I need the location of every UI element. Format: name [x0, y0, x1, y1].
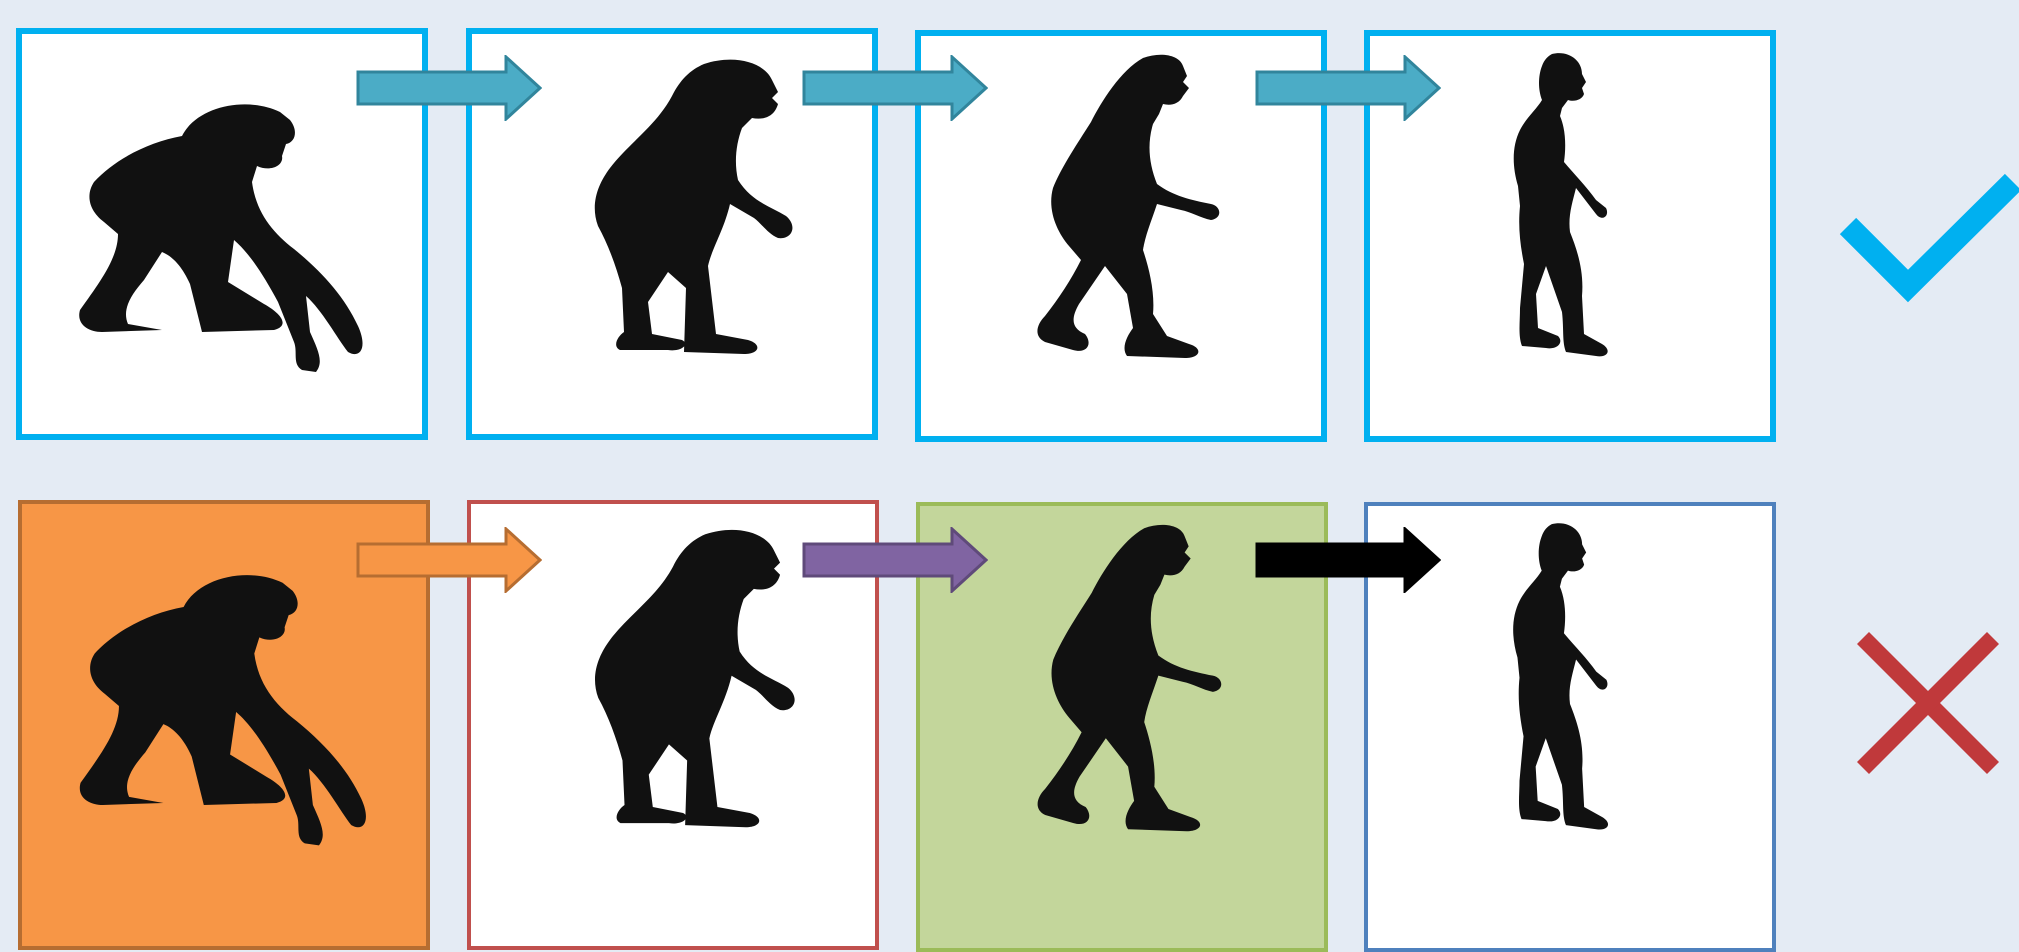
panel-human	[1364, 30, 1776, 442]
arrow-right-icon	[1255, 55, 1441, 121]
arrow-right-icon	[356, 527, 542, 593]
cross-icon	[1856, 631, 2000, 775]
arrow-right-icon	[1255, 527, 1441, 593]
checkmark-icon	[1839, 173, 2019, 303]
arrow-right-icon	[802, 527, 988, 593]
arrow-right-icon	[356, 55, 542, 121]
panel-human	[1364, 502, 1776, 952]
evolution-comparison-diagram	[16, 28, 2019, 952]
arrow-right-icon	[802, 55, 988, 121]
